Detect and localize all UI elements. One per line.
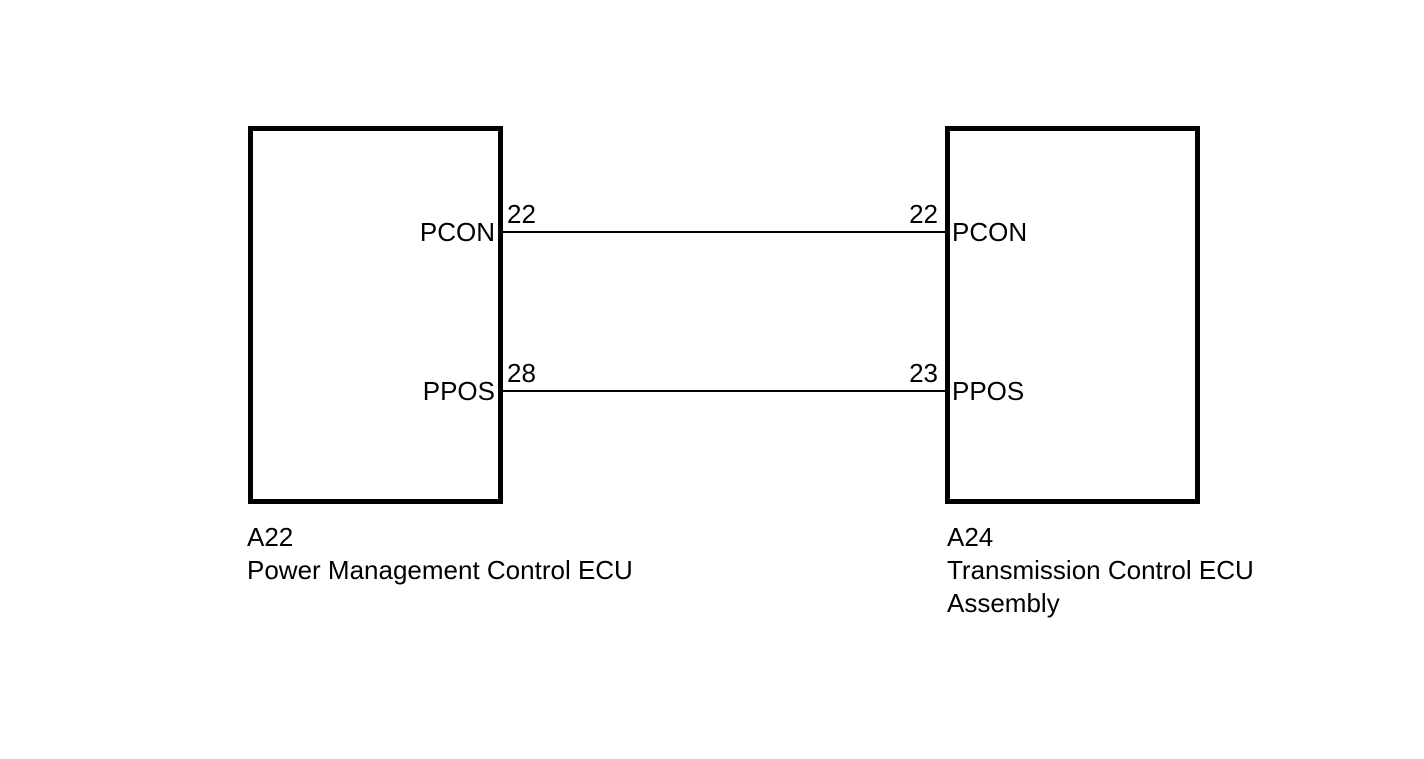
pin-label-a24-pcon: PCON (952, 217, 1028, 247)
wire-pcon (503, 231, 945, 233)
ecu-box-a22 (248, 126, 503, 504)
wire-ppos (503, 390, 945, 392)
component-caption-a24: A24 Transmission Control ECU Assembly (947, 521, 1279, 620)
pin-label-a22-pcon: PCON (419, 217, 495, 247)
component-name: Power Management Control ECU (247, 555, 633, 585)
pin-label-a24-ppos: PPOS (952, 376, 1025, 406)
component-caption-a22: A22 Power Management Control ECU (247, 521, 807, 587)
component-name: Transmission Control ECU Assembly (947, 555, 1254, 618)
component-code: A24 (947, 522, 994, 552)
terminal-number-a22-ppos: 28 (507, 358, 536, 388)
terminal-number-a22-pcon: 22 (507, 199, 536, 229)
ecu-box-a24 (945, 126, 1200, 504)
component-code: A22 (247, 522, 294, 552)
pin-label-a22-ppos: PPOS (422, 376, 495, 406)
terminal-number-a24-pcon: 22 (909, 199, 938, 229)
terminal-number-a24-ppos: 23 (909, 358, 938, 388)
